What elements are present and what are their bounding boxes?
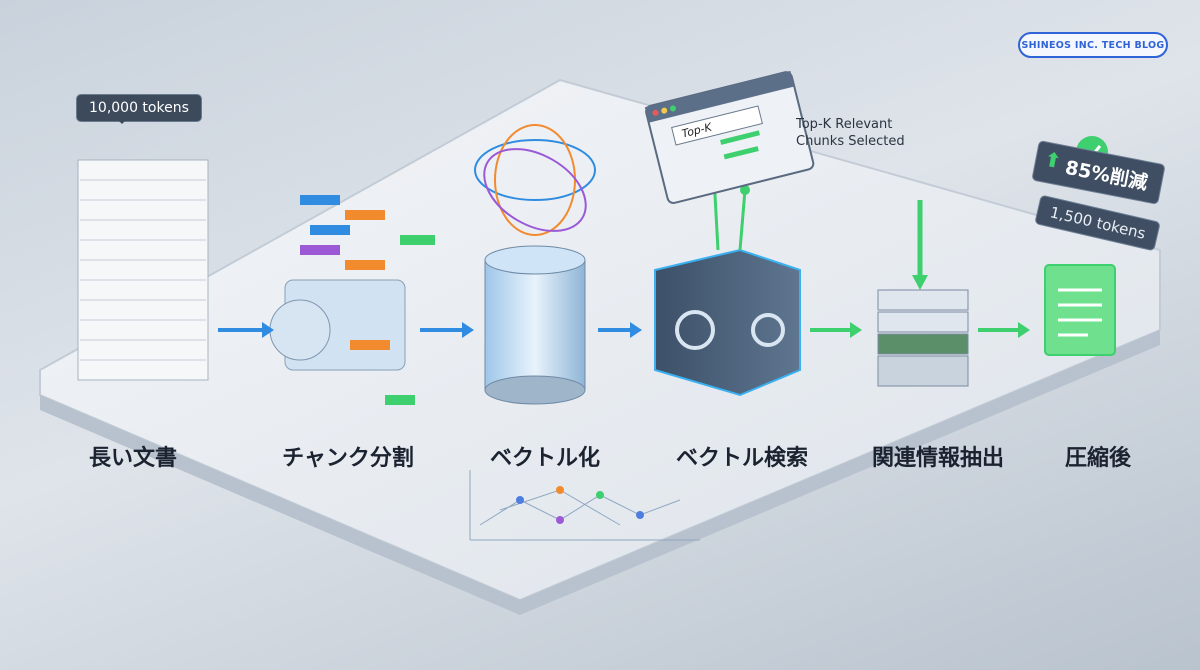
arrow-up-icon: ⬆ [1042, 146, 1064, 174]
search-cube-icon [654, 134, 801, 397]
document-stack-icon [77, 159, 209, 381]
stage-label-vectorize: ベクトル化 [489, 446, 601, 471]
stage-label-long-document: 長い文書 [88, 446, 178, 471]
stage-label-compressed: 圧縮後 [1064, 446, 1132, 471]
compressed-document-icon [1044, 264, 1116, 356]
topk-caption-line2: Chunks Selected [796, 134, 905, 149]
server-stack-icon [877, 200, 969, 387]
topk-caption-line1: Top-K Relevant [796, 117, 893, 132]
flow-arrows [218, 322, 1030, 338]
vector-cylinder-icon [474, 124, 596, 405]
stage-label-extraction: 関連情報抽出 [871, 446, 1005, 471]
brand-badge[interactable]: SHINEOS INC. TECH BLOG [1018, 32, 1168, 58]
browser-window [644, 70, 815, 204]
chunker-machine-icon [269, 195, 435, 405]
topk-caption: Top-K Relevant Chunks Selected [796, 116, 905, 150]
reduction-label: 85%削減 [1063, 156, 1150, 195]
stage-label-chunking: チャンク分割 [282, 446, 414, 471]
input-token-badge: 10,000 tokens [76, 94, 202, 124]
scatter-graph-icon [469, 470, 700, 541]
stage-label-vector-search: ベクトル検索 [675, 446, 809, 471]
